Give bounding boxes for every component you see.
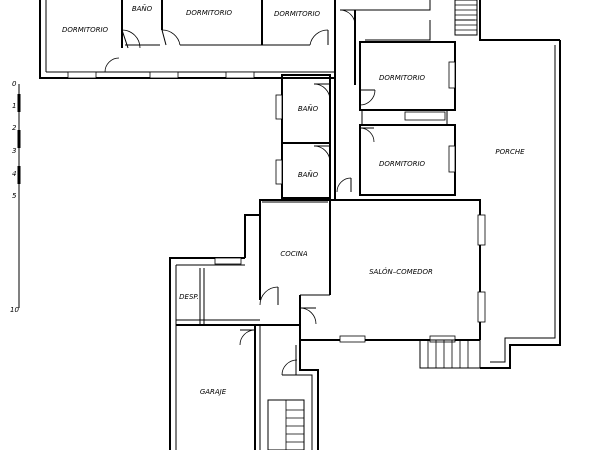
door-leaf xyxy=(161,29,167,46)
scale-tick-5: 5 xyxy=(12,192,17,200)
salon-comedor-walls xyxy=(299,199,486,369)
door-swing xyxy=(121,29,141,49)
wall-porche-top xyxy=(479,0,560,41)
door-swing xyxy=(104,57,120,73)
top-wing-doors xyxy=(104,9,356,73)
label-cocina: COCINA xyxy=(280,250,308,258)
scale-bar: 0 1 2 3 4 5 10 xyxy=(10,80,21,314)
stairs-front xyxy=(419,339,481,369)
wall-west xyxy=(169,257,245,450)
door-swing xyxy=(259,286,279,306)
scale-bar-segment xyxy=(17,94,21,112)
window xyxy=(477,214,486,246)
door-swing xyxy=(281,359,298,376)
window xyxy=(149,71,179,79)
door-leaf xyxy=(121,29,129,49)
door-swing xyxy=(161,29,181,46)
door-swing xyxy=(339,9,356,26)
door-swing xyxy=(359,127,375,143)
window xyxy=(404,111,446,121)
window xyxy=(214,257,242,265)
wall-hall-right xyxy=(299,340,319,450)
window xyxy=(67,71,97,79)
label-dormitorio-1: DORMITORIO xyxy=(62,26,109,34)
wardrobe xyxy=(361,109,448,126)
despensa-walls xyxy=(176,268,300,326)
stair-outline xyxy=(419,339,481,369)
label-porche: PORCHE xyxy=(495,148,525,156)
wall-porche-right xyxy=(480,40,561,369)
window xyxy=(477,291,486,323)
central-baths xyxy=(275,74,331,199)
door-swing xyxy=(313,83,331,101)
top-wing-windows xyxy=(67,71,255,79)
stair-outline xyxy=(454,0,478,36)
scale-tick-1: 1 xyxy=(12,102,16,110)
label-despensa: DESP. xyxy=(179,293,199,301)
scale-tick-10: 10 xyxy=(10,306,19,314)
garaje-walls xyxy=(239,325,319,450)
scale-tick-2: 2 xyxy=(12,124,17,132)
label-bano-1: BAÑO xyxy=(132,4,153,13)
scale-tick-0: 0 xyxy=(12,80,17,88)
stairs-bottom xyxy=(267,399,305,450)
cocina-walls xyxy=(169,199,330,450)
door-swing xyxy=(299,307,317,325)
window xyxy=(448,61,456,89)
label-dormitorio-2: DORMITORIO xyxy=(186,9,233,17)
scale-tick-3: 3 xyxy=(12,147,16,155)
room-labels: DORMITORIO BAÑO DORMITORIO DORMITORIO DO… xyxy=(62,4,525,396)
porche-area xyxy=(454,0,561,369)
window xyxy=(448,145,456,173)
scale-bar-segment xyxy=(17,130,21,148)
label-bano-3: BAÑO xyxy=(298,170,319,179)
label-dormitorio-3: DORMITORIO xyxy=(274,10,321,18)
window xyxy=(275,159,283,185)
scale-bar-segment xyxy=(17,166,21,184)
window xyxy=(275,94,283,120)
door-swing xyxy=(239,329,256,346)
wall-top-right-inner xyxy=(365,20,431,41)
window xyxy=(429,335,456,343)
scale-tick-4: 4 xyxy=(12,170,16,178)
label-bano-2: BAÑO xyxy=(298,104,319,113)
wall-top-right xyxy=(355,0,431,11)
stairs-top xyxy=(454,0,478,36)
label-garaje: GARAJE xyxy=(200,388,227,396)
door-swing xyxy=(309,29,329,46)
window xyxy=(225,71,255,79)
door-swing xyxy=(359,89,376,106)
label-dormitorio-4: DORMITORIO xyxy=(379,74,426,82)
label-dormitorio-5: DORMITORIO xyxy=(379,160,426,168)
wall-porche-inner xyxy=(490,45,556,363)
door-swing xyxy=(336,177,352,193)
window xyxy=(339,335,366,343)
door-swing xyxy=(313,145,331,163)
right-bedrooms xyxy=(336,41,456,196)
label-salon-comedor: SALÓN–COMEDOR xyxy=(369,267,433,276)
wall-salon-bottom xyxy=(299,295,480,341)
